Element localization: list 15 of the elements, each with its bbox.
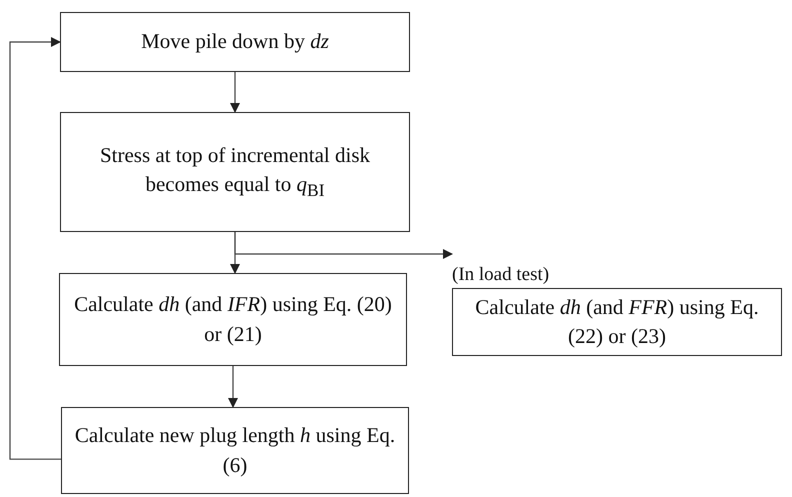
process-box [60, 12, 410, 72]
step-text: Calculate dh (and IFR) using Eq. (20) or (21) [73, 291, 393, 348]
arrow [228, 366, 238, 408]
arrow [234, 232, 453, 259]
step-text: Move pile down by dz [141, 28, 329, 56]
step-text: Calculate dh (and FFR) using Eq. (22) or (23) [474, 294, 760, 350]
process-box [452, 288, 782, 356]
arrow [9, 37, 61, 460]
step-text: Stress at top of incremental disk becomes equal to q$_{BI}$ [98, 142, 372, 203]
process-box [61, 407, 409, 494]
step-text: Calculate new plug length h using Eq. (6) [74, 422, 396, 478]
process-box [59, 273, 407, 366]
condition-note: (In load test) [452, 264, 550, 286]
process-box [60, 112, 410, 232]
arrow [230, 72, 240, 113]
